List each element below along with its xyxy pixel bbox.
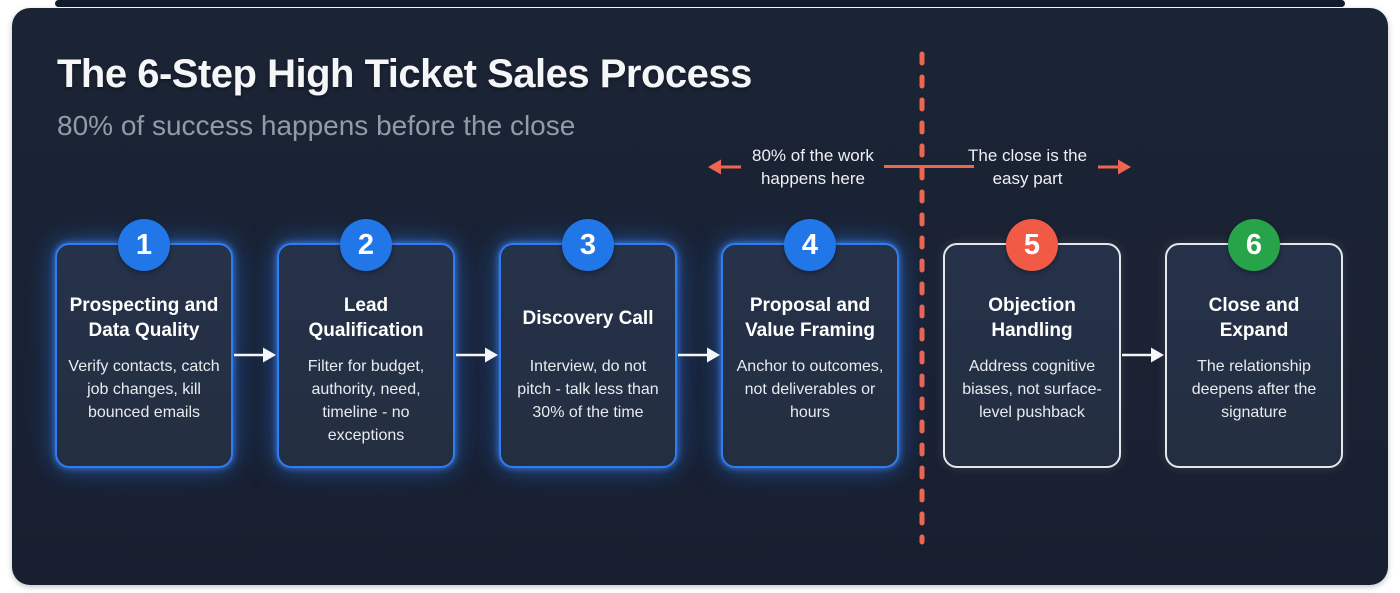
- step-title: Close and Expand: [1208, 295, 1300, 341]
- step-number-badge: 1: [118, 219, 170, 271]
- flow-arrow-1-2-icon: [234, 347, 276, 363]
- annotation-right-label: The close is the easy part: [968, 146, 1088, 188]
- step-card-5: 5 Objection Handling Address cognitive b…: [943, 219, 1121, 468]
- page-title: The 6-Step High Ticket Sales Process: [57, 52, 752, 96]
- step-title: Proposal and Value Framing: [745, 295, 875, 341]
- annotation-left: 80% of the work happens here: [708, 144, 874, 190]
- page-subtitle: 80% of success happens before the close: [57, 110, 576, 141]
- annotation-connector-line: [884, 165, 974, 168]
- step-number-badge: 3: [562, 219, 614, 271]
- step-number-badge: 5: [1006, 219, 1058, 271]
- step-card-1: 1 Prospecting and Data Quality Verify co…: [55, 219, 233, 468]
- top-edge-strip: [55, 0, 1345, 7]
- step-number-badge: 4: [784, 219, 836, 271]
- annotation-right: The close is the easy part: [968, 144, 1132, 190]
- step-title: Prospecting and Data Quality: [69, 295, 219, 341]
- step-description: Interview, do not pitch - talk less than…: [517, 358, 659, 421]
- annotation-left-label: 80% of the work happens here: [752, 146, 874, 188]
- step-description: Address cognitive biases, not surface-le…: [962, 358, 1102, 421]
- step-number-badge: 6: [1228, 219, 1280, 271]
- flow-arrow-3-4-icon: [678, 347, 720, 363]
- step-title: Objection Handling: [988, 295, 1076, 341]
- step-description: The relationship deepens after the signa…: [1191, 358, 1317, 421]
- infographic-panel: The 6-Step High Ticket Sales Process 80%…: [12, 8, 1388, 585]
- step-title: Discovery Call: [522, 307, 654, 329]
- step-card-6: 6 Close and Expand The relationship deep…: [1165, 219, 1343, 468]
- step-title: Lead Qualification: [308, 295, 424, 341]
- step-description: Verify contacts, catch job changes, kill…: [68, 358, 220, 421]
- step-description: Filter for budget, authority, need, time…: [307, 358, 425, 444]
- flow-arrow-2-3-icon: [456, 347, 498, 363]
- step-card-2: 2 Lead Qualification Filter for budget, …: [277, 219, 455, 468]
- flow-arrow-5-6-icon: [1122, 347, 1164, 363]
- step-card-4: 4 Proposal and Value Framing Anchor to o…: [721, 219, 899, 468]
- arrow-left-icon: [708, 159, 741, 175]
- phase-divider-line: [919, 51, 925, 545]
- step-description: Anchor to outcomes, not deliverables or …: [736, 358, 884, 421]
- step-number-badge: 2: [340, 219, 392, 271]
- arrow-right-icon: [1098, 159, 1132, 175]
- step-card-3: 3 Discovery Call Interview, do not pitch…: [499, 219, 677, 468]
